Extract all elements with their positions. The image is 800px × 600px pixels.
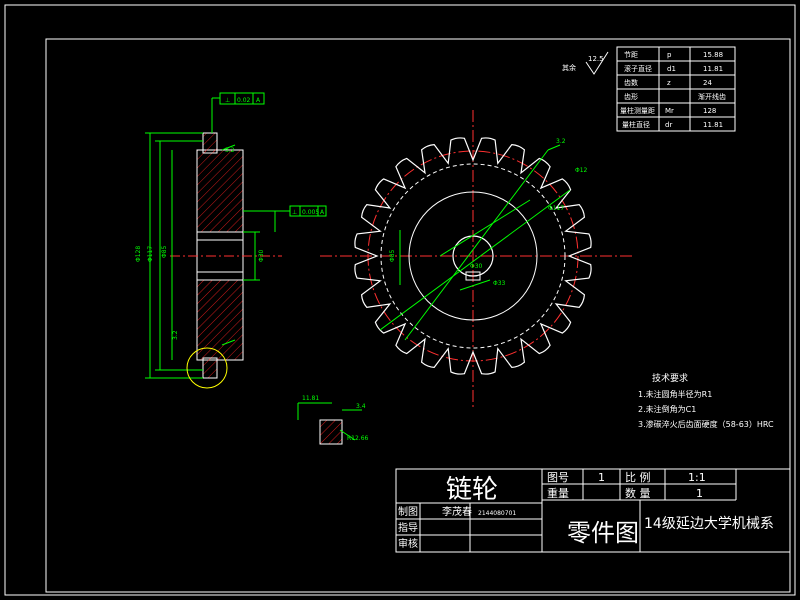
tech-item: 1.未注圆角半径为R1 <box>638 389 712 399</box>
detail-circle <box>186 347 228 389</box>
drawing-type: 零件图 <box>567 519 639 547</box>
tol-mid-datum: A <box>320 209 325 216</box>
svg-text:Φ85: Φ85 <box>389 249 396 262</box>
pitch-circle <box>367 150 579 362</box>
param-symbol: z <box>667 79 671 87</box>
detail-dim: R12.66 <box>347 435 369 442</box>
part-name: 链轮 <box>446 475 498 505</box>
qty-label: 数 量 <box>625 487 651 500</box>
keyway <box>465 271 481 281</box>
svg-text:Φ117: Φ117 <box>147 246 154 262</box>
param-symbol: d1 <box>667 65 676 73</box>
param-value: 渐开线齿 <box>698 92 726 101</box>
tol-top-sym: ⊥ <box>225 97 230 104</box>
tooth-upper <box>202 132 218 154</box>
param-name: 量柱测量距 <box>620 106 655 115</box>
params-table: 节距 p 15.88 滚子直径 d1 11.81 齿数 z 24 齿形 渐开线齿… <box>616 46 736 132</box>
param-value: 11.81 <box>703 65 723 73</box>
roughness-symbol: 其余 12.5 <box>562 51 609 75</box>
tolerance-frame-top <box>219 92 265 105</box>
scale-value: 1:1 <box>688 471 706 484</box>
sprocket-teeth <box>354 137 592 375</box>
section-view: Φ128 Φ117 Φ85 Φ30 3.2 3.2 ⊥ 0.02 A ⊥ 0.0… <box>135 92 327 389</box>
scale-label: 比 例 <box>625 470 651 484</box>
tech-item: 3.渗碳淬火后齿面硬度（58-63）HRC <box>638 419 774 429</box>
weight-label: 重量 <box>547 486 569 500</box>
detail-dim: 11.81 <box>302 395 319 402</box>
drawing-no-label: 图号 <box>547 471 569 484</box>
svg-text:Φ30: Φ30 <box>470 263 483 270</box>
svg-text:3.2: 3.2 <box>225 147 235 154</box>
tech-requirements: 技术要求 1.未注圆角半径为R1 2.未注倒角为C1 3.渗碳淬火后齿面硬度（5… <box>638 372 774 429</box>
param-symbol: dr <box>665 121 672 129</box>
check-label: 指导 <box>398 521 418 534</box>
roughness-label: 其余 <box>562 63 576 72</box>
svg-text:3.2: 3.2 <box>172 330 179 340</box>
tech-title: 技术要求 <box>652 372 688 384</box>
param-name: 滚子直径 <box>624 64 652 73</box>
tech-item: 2.未注倒角为C1 <box>638 404 696 414</box>
param-name: 量柱直径 <box>622 120 650 129</box>
param-symbol: p <box>667 51 672 59</box>
param-value: 128 <box>703 107 716 115</box>
qty-value: 1 <box>696 487 703 500</box>
svg-text:Φ85: Φ85 <box>161 245 168 258</box>
svg-text:3.2: 3.2 <box>556 138 566 145</box>
outer-border <box>4 4 796 596</box>
param-value: 11.81 <box>703 121 723 129</box>
param-name: 齿数 <box>624 78 638 87</box>
param-value: 15.88 <box>703 51 723 59</box>
param-symbol: Mr <box>665 107 674 115</box>
tol-top-val: 0.02 <box>237 97 251 104</box>
root-circle-dashed <box>380 163 566 349</box>
tol-mid-sym: ⊥ <box>292 209 297 216</box>
svg-text:Φ33: Φ33 <box>493 280 506 287</box>
svg-text:Φ30: Φ30 <box>258 249 265 262</box>
title-block <box>395 468 791 553</box>
organization: 14级延边大学机械系 <box>644 516 774 532</box>
tooth-lower <box>202 357 218 379</box>
detail-dim: 3.4 <box>356 403 366 410</box>
tol-top-datum: A <box>256 97 261 104</box>
hub-circle <box>408 191 538 321</box>
svg-text:Φ117: Φ117 <box>548 205 564 212</box>
param-name: 节距 <box>624 51 638 59</box>
roughness-value: 12.5 <box>588 55 604 63</box>
svg-text:Φ128: Φ128 <box>135 246 142 262</box>
svg-text:Φ12: Φ12 <box>575 167 588 174</box>
review-label: 审核 <box>398 537 418 550</box>
student-id: 2144080701 <box>478 510 516 517</box>
tolerance-frame-mid <box>289 205 327 217</box>
tol-mid-val: 0.005 <box>302 209 319 216</box>
param-value: 24 <box>703 79 712 87</box>
inner-border <box>45 38 791 593</box>
drawn-name: 李茂春 <box>442 505 472 518</box>
drawing-no-value: 1 <box>598 471 605 484</box>
hub-upper-hatch <box>196 149 244 233</box>
param-name: 齿形 <box>624 93 638 101</box>
tooth-detail: 11.81 3.4 R12.66 <box>297 395 369 445</box>
drawn-label: 制图 <box>398 505 418 518</box>
sprocket-front-view: 3.2 Φ12 Φ117 Φ85 Φ30 Φ33 <box>320 110 635 410</box>
